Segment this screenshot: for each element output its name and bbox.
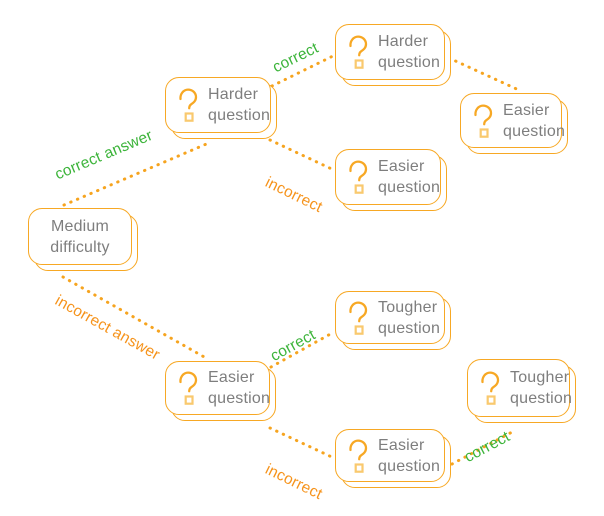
node-harder-question-level1: Harder question (165, 77, 277, 139)
card: Easier question (460, 93, 566, 148)
node-tougher-question-after-easier1: Tougher question (335, 291, 451, 350)
dotted-connector-incorrect-harder2 (447, 56, 523, 93)
card: Easier question (165, 361, 270, 415)
node-medium-difficulty: Medium difficulty (28, 208, 138, 271)
card: Medium difficulty (28, 208, 132, 265)
question-mark-icon (479, 370, 501, 406)
question-mark-icon (177, 370, 199, 406)
node-easier-question-after-harder2: Easier question (460, 93, 568, 154)
dotted-connector-incorrect-harder (268, 138, 338, 173)
node-easier-question-after-harder1: Easier question (335, 149, 447, 211)
dotted-connector-incorrect-easier (268, 426, 338, 461)
node-label: Medium difficulty (50, 217, 110, 256)
node-label: Tougher question (510, 369, 573, 407)
card: Easier question (335, 429, 445, 482)
card: Harder question (335, 24, 445, 80)
node-easier-question-level1: Easier question (165, 361, 276, 421)
question-mark-icon (472, 103, 494, 139)
dotted-connector-correct-easier (269, 330, 336, 369)
node-label: Easier question (208, 369, 271, 407)
node-tougher-question-after-easier2: Tougher question (467, 359, 576, 423)
card: Easier question (335, 149, 441, 205)
card: Tougher question (335, 291, 445, 344)
dotted-connector-correct-answer (62, 140, 213, 207)
dotted-connector-incorrect-answer (61, 275, 208, 360)
node-label: Harder question (208, 86, 271, 124)
question-mark-icon (347, 438, 369, 474)
node-label: Easier question (503, 101, 566, 140)
question-mark-icon (347, 159, 369, 195)
node-easier-question-level2: Easier question (335, 429, 451, 488)
card: Harder question (165, 77, 271, 133)
node-label: Tougher question (378, 298, 441, 337)
node-harder-question-level2: Harder question (335, 24, 451, 86)
dotted-connector-correct-easier2 (450, 429, 516, 466)
question-mark-icon (177, 87, 199, 123)
node-label: Easier question (378, 436, 441, 475)
card: Tougher question (467, 359, 573, 417)
node-label: Easier question (378, 158, 441, 196)
node-label: Harder question (378, 33, 441, 71)
question-mark-icon (347, 34, 369, 70)
question-mark-icon (347, 300, 369, 336)
